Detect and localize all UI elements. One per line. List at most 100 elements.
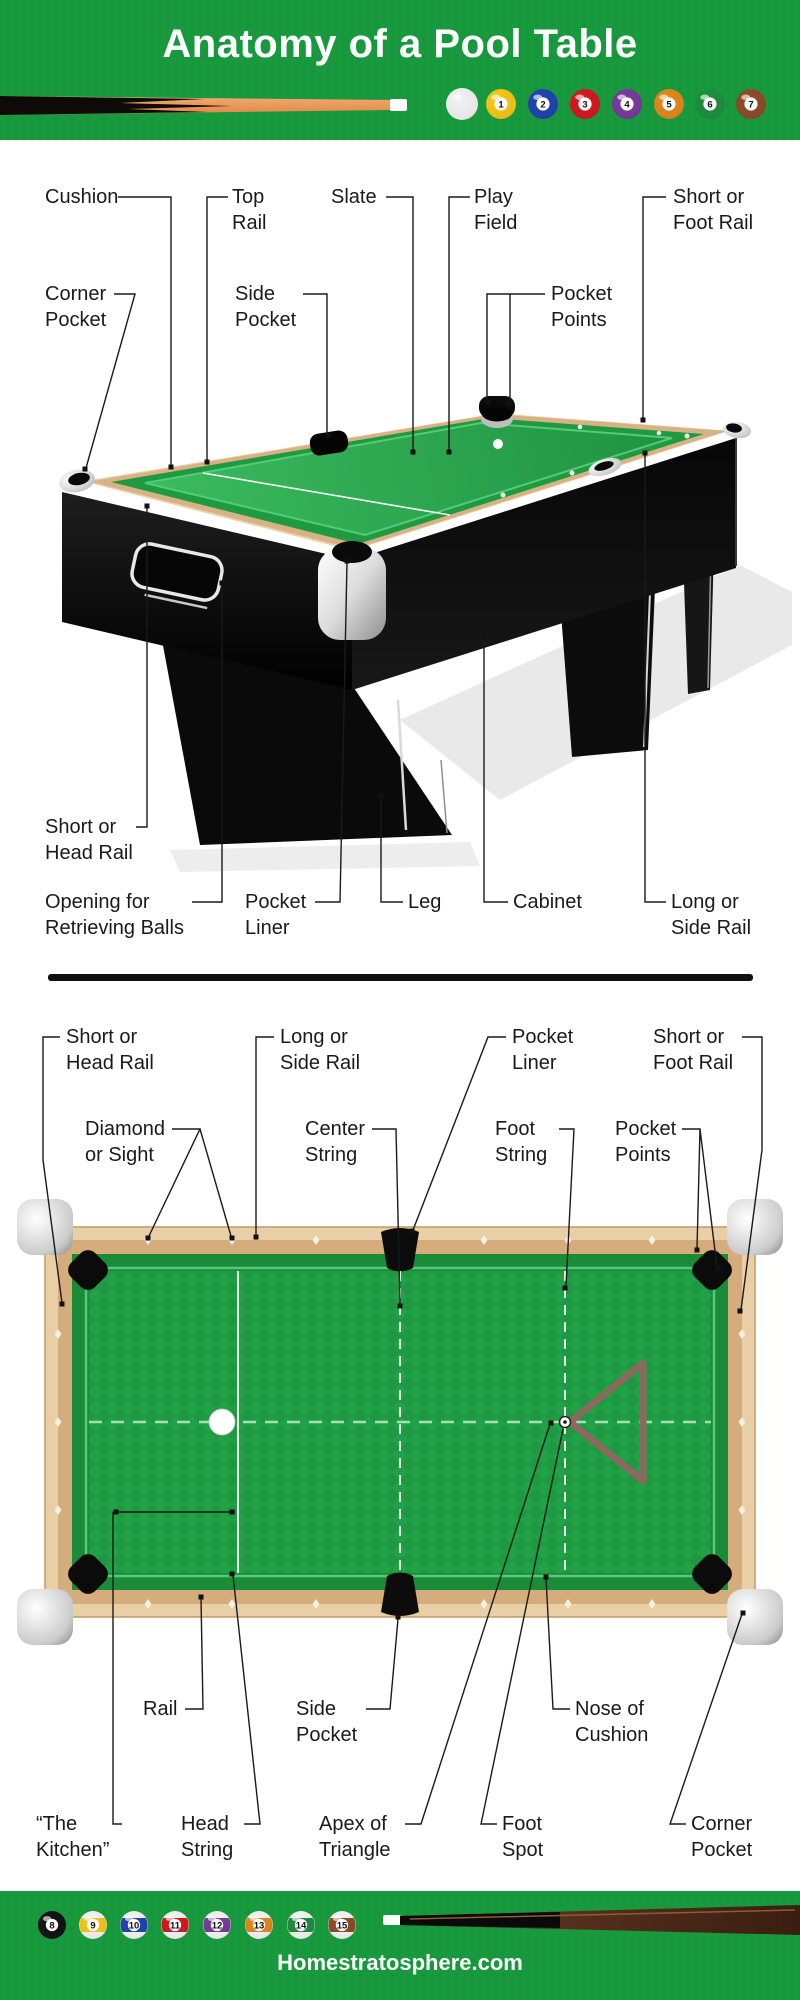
leader-dot xyxy=(253,1234,259,1240)
ball-10: 10 xyxy=(120,1911,148,1939)
diamond-sight xyxy=(54,1417,62,1427)
leader-dot xyxy=(229,1509,235,1515)
rail-sight-dots xyxy=(500,424,690,498)
label-foot-spot: Foot Spot xyxy=(502,1813,544,1861)
leader-dot xyxy=(59,1301,65,1307)
cue-ball xyxy=(446,88,478,120)
diamond-sight xyxy=(738,1329,746,1339)
ball-11: 11 xyxy=(161,1911,189,1939)
label-apex-of-triangle: Apex of Triangle xyxy=(319,1813,391,1861)
leader-dot xyxy=(198,1594,204,1600)
leader-dot xyxy=(409,1228,415,1234)
side-pocket-back xyxy=(309,430,349,456)
leader-dot xyxy=(144,503,150,509)
leader-short-head-rail-1 xyxy=(136,507,148,828)
leader-short-head-rail-2 xyxy=(42,1036,63,1304)
corner-pocket-left xyxy=(59,469,95,493)
side-pocket-bottom xyxy=(381,1572,419,1616)
label-diamond-or-sight: Diamond or Sight xyxy=(85,1118,166,1166)
leader-dot xyxy=(642,450,648,456)
ball-12: 12 xyxy=(203,1911,231,1939)
label-pocket-liner-2: Pocket Liner xyxy=(512,1026,574,1074)
leader-pocket-points-2 xyxy=(682,1128,718,1268)
label-long-side-rail-1: Long or Side Rail xyxy=(671,891,752,939)
diamond-sight xyxy=(144,1599,152,1609)
ball-4: 4 xyxy=(612,89,642,119)
perspective-table xyxy=(59,396,792,872)
leader-slate xyxy=(386,196,414,451)
leader-apex-of-triangle xyxy=(405,1423,551,1825)
ball-6: 6 xyxy=(695,89,725,119)
cue-stick-footer xyxy=(383,1905,800,1935)
label-pocket-points-2: Pocket Points xyxy=(615,1118,677,1166)
page-title: Anatomy of a Pool Table xyxy=(162,22,638,66)
leader-dot xyxy=(229,1571,235,1577)
label-pocket-points-1: Pocket Points xyxy=(551,283,613,331)
leader-long-side-rail-2 xyxy=(255,1036,274,1236)
leader-nose-of-cushion xyxy=(545,1577,570,1710)
label-pocket-liner-1: Pocket Liner xyxy=(245,891,307,939)
leader-dot xyxy=(715,1265,721,1271)
leader-corner-pocket-1 xyxy=(85,293,136,469)
label-nose-of-cushion: Nose of Cushion xyxy=(575,1698,649,1746)
diamond-sight xyxy=(312,1235,320,1245)
label-side-pocket-1: Side Pocket xyxy=(235,283,297,331)
leader-long-side-rail-1 xyxy=(644,454,666,903)
label-slate: Slate xyxy=(331,186,377,208)
diamond-sight xyxy=(480,1599,488,1609)
side-pocket-top xyxy=(381,1228,419,1272)
ball-1: 1 xyxy=(486,89,516,119)
label-cushion: Cushion xyxy=(45,186,119,208)
topview-table xyxy=(17,1199,783,1645)
head-string-line xyxy=(202,472,451,516)
diamond-sight xyxy=(648,1599,656,1609)
corner-pocket-near-chrome xyxy=(318,541,386,640)
leader-dot xyxy=(229,1235,235,1241)
leader-short-foot-rail-1 xyxy=(642,196,666,420)
chrome-corner-caps xyxy=(17,1199,783,1645)
label-opening: Opening for Retrieving Balls xyxy=(45,891,184,939)
leader-dot xyxy=(219,580,225,586)
cue-ball-topview xyxy=(208,1408,236,1436)
ball-8: 8 xyxy=(38,1911,66,1939)
section-divider xyxy=(48,974,753,981)
leader-foot-spot xyxy=(480,1428,564,1825)
diamond-sight xyxy=(312,1599,320,1609)
ball-3: 3 xyxy=(570,89,600,119)
ball-13: 13 xyxy=(245,1911,273,1939)
leader-dot xyxy=(145,1235,151,1241)
footer-banner: 89101112131415 xyxy=(0,1891,800,2000)
header-ball-row: 1234567 xyxy=(446,88,766,120)
leader-pocket-liner-1 xyxy=(315,561,348,903)
diamond-sight xyxy=(54,1505,62,1515)
leader-dot xyxy=(410,449,416,455)
leader-center-string xyxy=(372,1128,401,1306)
leader-side-pocket-1 xyxy=(303,293,328,434)
ball-9: 9 xyxy=(79,1911,107,1939)
leader-dot xyxy=(543,1574,549,1580)
leader-dot xyxy=(694,1247,700,1253)
leader-top-rail xyxy=(206,196,228,462)
label-center-string: Center String xyxy=(305,1118,366,1166)
ball-5: 5 xyxy=(654,89,684,119)
leader-dot xyxy=(548,1420,554,1426)
leader-corner-pocket-2 xyxy=(669,1613,743,1825)
leader-cushion xyxy=(118,196,172,467)
leader-diamond-sight xyxy=(148,1128,232,1237)
label-short-head-rail-1: Short or Head Rail xyxy=(45,816,133,864)
label-long-side-rail-2: Long or Side Rail xyxy=(280,1026,361,1074)
leader-dot xyxy=(204,459,210,465)
ball-14: 14 xyxy=(287,1911,315,1939)
pocket-liner-visible xyxy=(332,541,372,563)
label-foot-string: Foot String xyxy=(495,1118,548,1166)
leader-lines xyxy=(42,196,763,1825)
leader-pocket-points-1 xyxy=(486,293,545,402)
diamond-sight xyxy=(564,1599,572,1609)
label-corner-pocket-1: Corner Pocket xyxy=(45,283,107,331)
label-short-foot-rail-1: Short or Foot Rail xyxy=(673,186,754,234)
diamond-sights xyxy=(54,1235,746,1609)
label-cabinet: Cabinet xyxy=(513,891,582,913)
leader-dot xyxy=(378,793,384,799)
